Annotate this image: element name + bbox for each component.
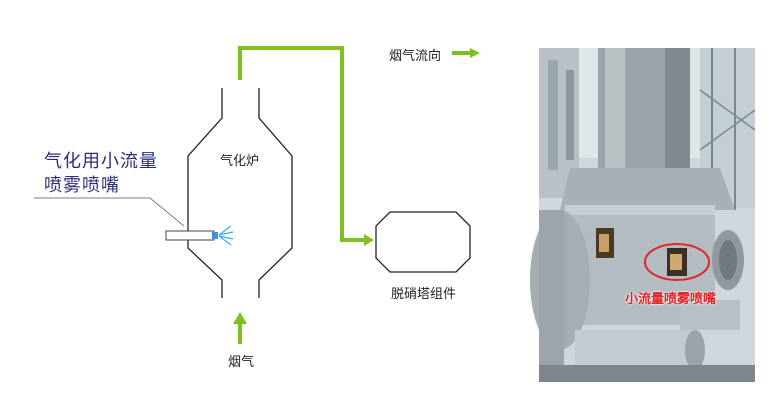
- arrow-right-icon: [364, 234, 374, 246]
- gasifier-label: 气化炉: [220, 154, 260, 169]
- nozzle-label-line2: 喷雾喷嘴: [44, 175, 120, 196]
- nozzle-leader-line: [34, 197, 185, 227]
- equipment-photo: [530, 48, 756, 382]
- flue-gas-inlet-label: 烟气: [228, 355, 255, 370]
- callout-circle: [644, 243, 710, 281]
- photo-callout-label: 小流量喷雾喷嘴: [625, 292, 717, 307]
- nozzle-label: 气化用小流量 喷雾喷嘴: [44, 150, 158, 198]
- flow-direction-arrow: [452, 48, 480, 58]
- gasifier-vessel-right: [258, 88, 293, 298]
- flue-gas-pipe-top: [238, 46, 364, 242]
- denox-label: 脱硝塔组件: [391, 287, 457, 302]
- nozzle-label-line1: 气化用小流量: [44, 151, 158, 172]
- spray-icon: [218, 225, 234, 246]
- gasifier-vessel-left: [187, 88, 223, 298]
- arrow-up-icon: [233, 312, 247, 344]
- nozzle-tip: [212, 232, 218, 239]
- nozzle-body: [165, 230, 215, 241]
- flue-flow-label: 烟气流向: [389, 49, 442, 64]
- denox-tower-shape: [375, 211, 471, 273]
